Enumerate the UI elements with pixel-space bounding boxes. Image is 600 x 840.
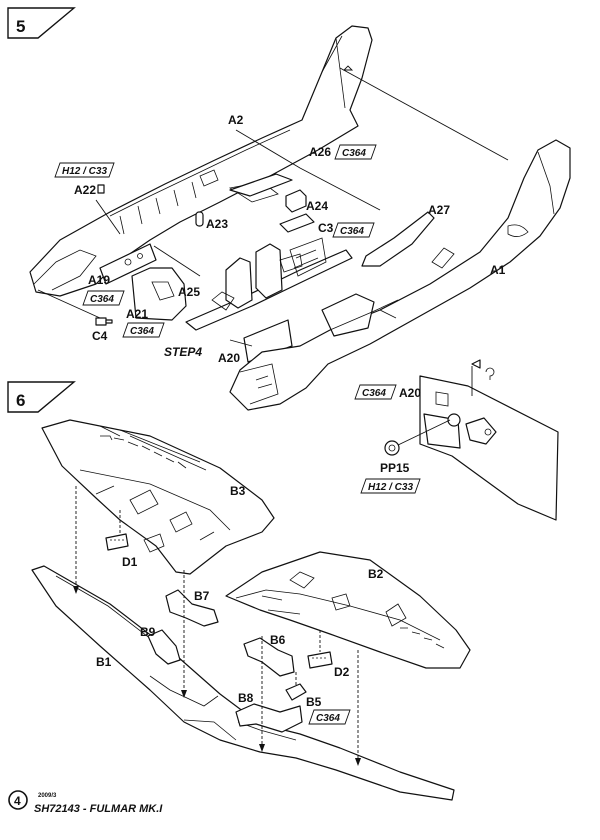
code-box-b5: C364 bbox=[308, 709, 351, 725]
part-a27 bbox=[361, 211, 435, 267]
guide-lines-step6 bbox=[73, 486, 361, 766]
code-box-pp15: H12 / C33 bbox=[360, 478, 421, 494]
step-number: 5 bbox=[16, 17, 25, 36]
label-a2: A2 bbox=[228, 113, 244, 127]
print-date: 2009/3 bbox=[38, 793, 57, 799]
kit-title: SH72143 - FULMAR MK.I bbox=[34, 803, 163, 815]
step-5-badge: 5 bbox=[7, 7, 76, 39]
plate-a20 bbox=[243, 319, 293, 363]
part-d2 bbox=[307, 651, 333, 669]
label-b3: B3 bbox=[230, 484, 246, 498]
label-d1: D1 bbox=[122, 555, 138, 569]
svg-text:H12 / C33: H12 / C33 bbox=[62, 166, 107, 177]
label-pp15: PP15 bbox=[380, 461, 410, 475]
part-b9 bbox=[147, 629, 181, 665]
label-b8: B8 bbox=[238, 691, 254, 705]
part-d1 bbox=[105, 533, 129, 551]
label-a22: A22 bbox=[74, 183, 96, 197]
label-a21: A21 bbox=[126, 307, 148, 321]
footer: 4 2009/3 SH72143 - FULMAR MK.I bbox=[8, 790, 163, 815]
svg-text:C364: C364 bbox=[90, 294, 114, 305]
label-a24: A24 bbox=[306, 199, 328, 213]
lower-wing-b2 bbox=[225, 551, 471, 669]
label-c4: C4 bbox=[92, 329, 108, 343]
label-a1: A1 bbox=[490, 263, 506, 277]
code-box-a19: C364 bbox=[82, 290, 125, 306]
code-box-a26: C364 bbox=[334, 144, 377, 160]
label-b1: B1 bbox=[96, 655, 112, 669]
svg-text:C364: C364 bbox=[362, 388, 386, 399]
svg-text:H12 / C33: H12 / C33 bbox=[368, 482, 413, 493]
part-b8 bbox=[235, 703, 303, 733]
label-a19: A19 bbox=[88, 273, 110, 287]
part-b7 bbox=[165, 589, 219, 627]
step-6-badge: 6 bbox=[7, 381, 76, 413]
svg-text:C364: C364 bbox=[130, 326, 154, 337]
small-parts-top bbox=[97, 173, 315, 233]
upper-wing-b3 bbox=[41, 419, 275, 575]
instrument-panel-a19 bbox=[99, 243, 157, 285]
code-box-a21: C364 bbox=[122, 322, 165, 338]
cockpit-floor-assembly bbox=[185, 237, 353, 331]
bulkhead-a21 bbox=[131, 267, 187, 321]
label-a26: A26 bbox=[309, 145, 331, 159]
step-reference: STEP4 bbox=[164, 345, 202, 359]
code-box-h12-c33-top: H12 / C33 bbox=[54, 162, 115, 178]
label-b2: B2 bbox=[368, 567, 384, 581]
guide-lines-step5 bbox=[37, 65, 509, 347]
svg-text:C364: C364 bbox=[316, 713, 340, 724]
label-b5: B5 bbox=[306, 695, 322, 709]
label-a20: A20 bbox=[218, 351, 240, 365]
label-c3: C3 bbox=[318, 221, 334, 235]
code-box-c3: C364 bbox=[332, 222, 375, 238]
svg-text:C364: C364 bbox=[340, 226, 364, 237]
screw-c4 bbox=[95, 317, 113, 326]
label-b6: B6 bbox=[270, 633, 286, 647]
code-box-a20-panel: C364 bbox=[354, 384, 397, 400]
label-b7: B7 bbox=[194, 589, 210, 603]
part-b6 bbox=[243, 637, 295, 677]
svg-text:C364: C364 bbox=[342, 148, 366, 159]
detail-a20-panel bbox=[384, 359, 559, 521]
page-number: 4 bbox=[14, 794, 21, 808]
fuselage-half-a1 bbox=[229, 139, 571, 411]
label-d2: D2 bbox=[334, 665, 350, 679]
label-b9: B9 bbox=[140, 625, 156, 639]
label-a25: A25 bbox=[178, 285, 200, 299]
part-b5 bbox=[285, 683, 307, 701]
step-number: 6 bbox=[16, 391, 25, 410]
label-a27: A27 bbox=[428, 203, 450, 217]
label-a20-panel: A20 bbox=[399, 386, 421, 400]
fuselage-half-a2 bbox=[29, 25, 373, 297]
label-a23: A23 bbox=[206, 217, 228, 231]
